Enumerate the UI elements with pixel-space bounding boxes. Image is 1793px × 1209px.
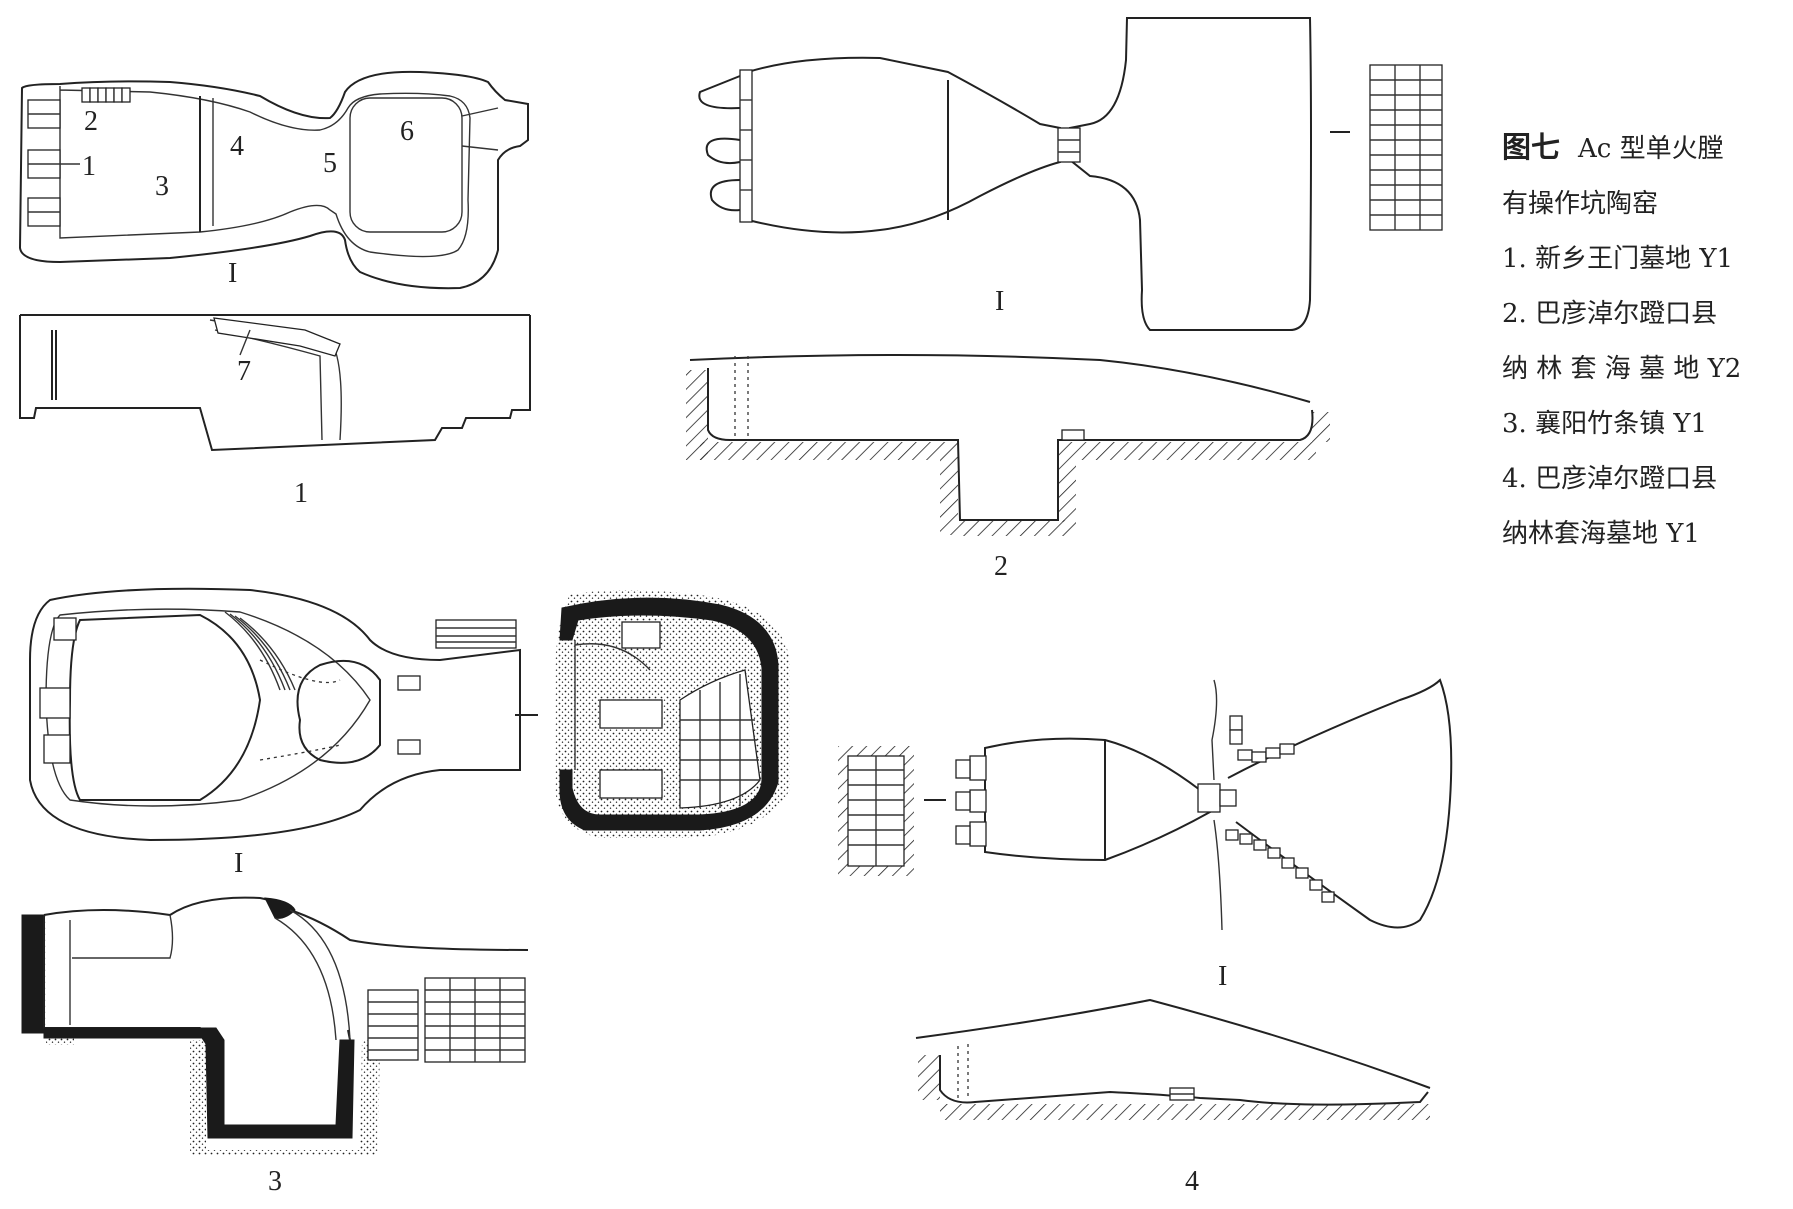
p1-flues xyxy=(27,99,61,227)
p1-plan-inner xyxy=(59,86,471,258)
panel-1: 2 1 3 4 5 6 I 7 1 xyxy=(18,70,531,509)
caption-figure-number: 图七 xyxy=(1502,130,1561,164)
caption-item-3: 3. 襄阳竹条镇 Y1 xyxy=(1502,409,1708,439)
p3-steps xyxy=(397,619,517,755)
caption-title-line2: 有操作坑陶窑 xyxy=(1502,189,1659,219)
p3-flues xyxy=(39,617,77,764)
p3-brick-infill xyxy=(679,669,761,809)
panel-3: I xyxy=(21,587,790,1197)
p2-brick-wall xyxy=(1369,64,1443,231)
p2-operating-pit xyxy=(1069,17,1312,331)
panel-1-number: 1 xyxy=(294,478,308,509)
panel-2: I 2 xyxy=(686,17,1443,582)
p1-label-4: 4 xyxy=(230,131,244,162)
p3-section-bricks xyxy=(367,977,526,1063)
p3-section xyxy=(21,896,529,1155)
p1-label-1: 1 xyxy=(82,151,96,182)
panel-3-number: 3 xyxy=(268,1166,282,1197)
p3-section-mark: I xyxy=(234,848,243,879)
p1-label-6: 6 xyxy=(400,116,414,147)
caption-item-1: 1. 新乡王门墓地 Y1 xyxy=(1502,244,1734,274)
panel-2-number: 2 xyxy=(994,551,1008,582)
caption-item-4-cont: 纳林套海墓地 Y1 xyxy=(1502,519,1700,549)
p1-label-7: 7 xyxy=(237,356,251,387)
panel-4: I 4 xyxy=(838,678,1453,1197)
p1-section: 7 xyxy=(19,314,531,452)
caption-item-4: 4. 巴彦淖尔蹬口县 xyxy=(1502,464,1718,494)
p3-arc-bricks xyxy=(224,611,296,691)
p3-plan-outline xyxy=(29,587,521,842)
panel-4-number: 4 xyxy=(1185,1166,1199,1197)
p1-label-3: 3 xyxy=(155,171,169,202)
figure-caption: 图七 Ac 型单火膛 有操作坑陶窑 1. 新乡王门墓地 Y1 2. 巴彦淖尔蹬口县… xyxy=(1502,120,1792,562)
p1-section-mark: I xyxy=(228,258,237,289)
caption-item-2-cont: 纳 林 套 海 墓 地 Y2 xyxy=(1502,354,1742,384)
p1-plan-outline xyxy=(18,70,529,290)
p4-section xyxy=(915,998,1431,1120)
p1-label-2: 2 xyxy=(84,106,98,137)
p4-flues xyxy=(955,755,987,847)
p4-kiln-body xyxy=(984,737,1211,862)
p4-brick-wall xyxy=(838,746,914,876)
p4-section-mark: I xyxy=(1218,961,1227,992)
caption-title-line1: Ac 型单火膛 xyxy=(1578,134,1724,164)
p1-brick-stack xyxy=(81,87,131,103)
p2-flues xyxy=(698,69,753,223)
p2-section xyxy=(686,354,1330,536)
p3-end-section xyxy=(555,590,790,838)
p2-section-mark: I xyxy=(995,286,1004,317)
p1-label-5: 5 xyxy=(323,148,337,179)
p4-pit-bricks xyxy=(1225,715,1335,903)
p4-operating-pit xyxy=(1227,678,1453,929)
p2-kiln-body xyxy=(747,56,1061,234)
caption-item-2: 2. 巴彦淖尔蹬口县 xyxy=(1502,299,1718,329)
